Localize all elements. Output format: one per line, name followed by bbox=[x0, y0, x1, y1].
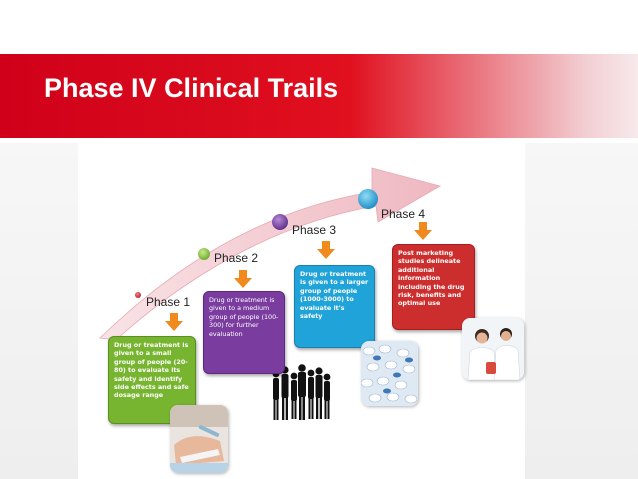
phase-2-dot bbox=[198, 248, 210, 260]
phase-1-dot bbox=[135, 292, 141, 298]
phase-3-down-arrow bbox=[317, 241, 335, 259]
phase-1-label: Phase 1 bbox=[146, 295, 191, 309]
phase-4-down-arrow bbox=[414, 222, 432, 240]
progress-arrow bbox=[99, 167, 442, 341]
side-panel-left bbox=[0, 143, 78, 479]
people-silhouettes-icon bbox=[272, 364, 331, 420]
phase-3-description: Drug or treatment is given to a larger g… bbox=[294, 265, 375, 348]
phase-4-dot bbox=[358, 189, 378, 209]
phase-1-down-arrow bbox=[165, 313, 183, 331]
phase-2-description: Drug or treatment is given to a medium g… bbox=[203, 291, 285, 374]
doctors-photo bbox=[462, 318, 524, 380]
title-bar bbox=[0, 54, 638, 138]
phase-4-label: Phase 4 bbox=[381, 207, 426, 221]
phase-2-label: Phase 2 bbox=[214, 251, 259, 265]
phase-4-description: Post marketing studies delineate additio… bbox=[392, 244, 475, 330]
phase-3-label: Phase 3 bbox=[292, 223, 337, 237]
pills-photo bbox=[361, 341, 418, 406]
phase-2-down-arrow bbox=[234, 270, 252, 288]
phase-3-dot bbox=[272, 214, 288, 230]
slide-title: Phase IV Clinical Trails bbox=[44, 73, 339, 103]
side-panel-right bbox=[525, 143, 638, 479]
injection-photo bbox=[170, 405, 228, 473]
